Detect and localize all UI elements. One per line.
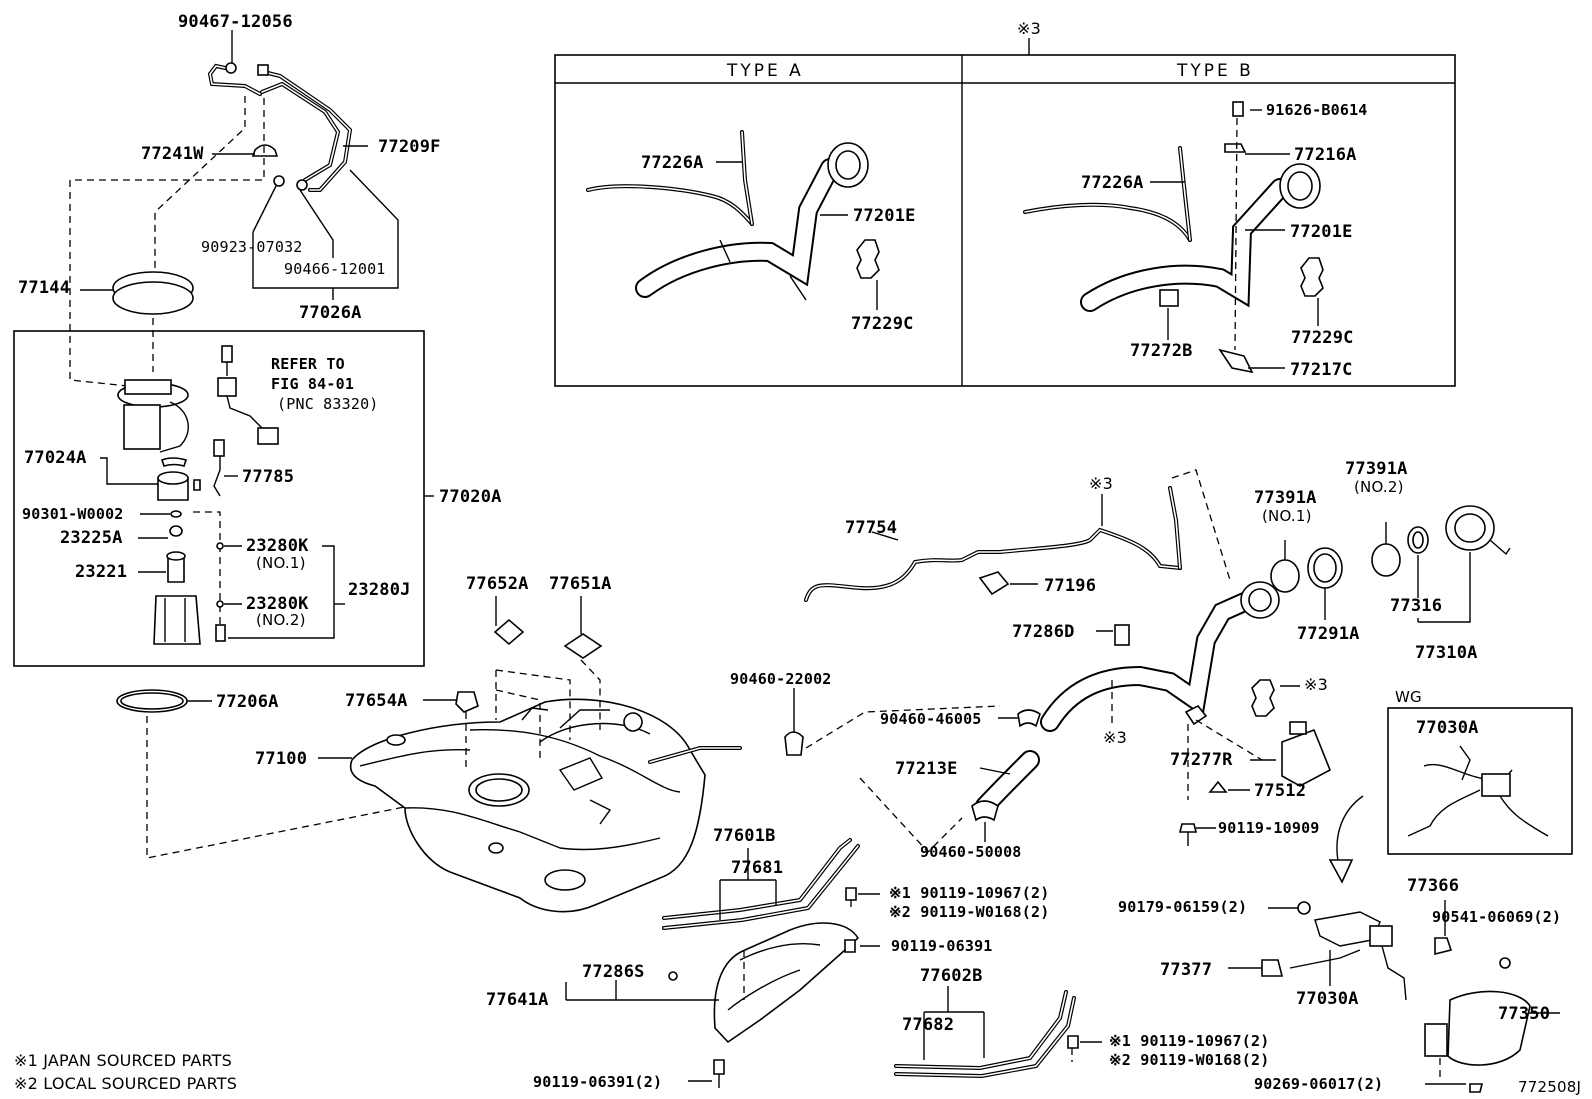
type-b-parts [1023,101,1324,374]
label-23280k-1: 23280K [246,536,309,556]
label-23280k-no2: (NO.2) [256,611,306,629]
label-77602b: 77602B [920,966,983,986]
label-90460-46005: 90460-46005 [880,710,982,728]
label-77366: 77366 [1407,876,1460,896]
label-77391a-1: 77391A [1254,488,1317,508]
label-23280k-2: 23280K [246,594,309,614]
label-90541-06069: 90541-06069(2) [1432,908,1562,926]
label-b-77216a: 77216A [1294,145,1357,165]
label-b-91626-b0614: 91626-B0614 [1266,101,1368,119]
label-b-77272b: 77272B [1130,341,1193,361]
label-77391a-no1: (NO.1) [1262,507,1312,525]
wg-box [1387,707,1573,855]
label-a-77226a: 77226A [641,153,704,173]
label-77030a-wg: 77030A [1416,718,1479,738]
label-90119-10967-a: ※1 90119-10967(2) [889,884,1050,902]
label-b-77229c: 77229C [1291,328,1354,348]
ref3-77754: ※3 [1089,474,1113,493]
type-box [554,38,1456,387]
label-90466-12001: 90466-12001 [284,260,386,278]
label-77030a: 77030A [1296,989,1359,1009]
label-a-77229c: 77229C [851,314,914,334]
label-90119-10967-b: ※1 90119-10967(2) [1109,1032,1270,1050]
label-23280k-no1: (NO.1) [256,554,306,572]
label-90179-06159: 90179-06159(2) [1118,898,1248,916]
label-wg: WG [1395,688,1422,706]
label-77654a: 77654A [345,691,408,711]
fuel-tank [318,596,742,913]
label-b-77226a: 77226A [1081,173,1144,193]
lower-right-parts [1228,900,1560,1093]
label-77652a: 77652A [466,574,529,594]
label-77144: 77144 [18,278,71,298]
lower-parts [565,838,1102,1088]
label-77196: 77196 [1044,576,1097,596]
label-77241w: 77241W [141,144,204,164]
label-77785: 77785 [242,467,295,487]
label-77391a-2: 77391A [1345,459,1408,479]
label-90460-22002: 90460-22002 [730,670,832,688]
type-a-parts [586,130,880,310]
ref3-clip: ※3 [1304,675,1328,694]
label-a-77201e: 77201E [853,206,916,226]
label-90460-50008: 90460-50008 [920,843,1022,861]
label-90923-07032: 90923-07032 [201,238,303,256]
label-23225a: 23225A [60,528,123,548]
refer-line-1: REFER TO [271,355,345,373]
refer-line-3: (PNC 83320) [277,395,379,413]
label-77020a: 77020A [439,487,502,507]
label-77350: 77350 [1498,1004,1551,1024]
label-77601b: 77601B [713,826,776,846]
label-90119-10909: 90119-10909 [1218,819,1320,837]
label-77206a: 77206A [216,692,279,712]
label-77286s: 77286S [582,962,645,982]
label-77209f: 77209F [378,137,441,157]
pump-assembly [13,30,434,667]
label-77391a-no2: (NO.2) [1354,478,1404,496]
label-90467-12056: 90467-12056 [178,12,293,32]
label-77291a: 77291A [1297,624,1360,644]
ref3-hose: ※3 [1103,728,1127,747]
label-77310a: 77310A [1415,643,1478,663]
figure-code: 772508J [1518,1078,1582,1096]
label-77213e: 77213E [895,759,958,779]
label-23280j: 23280J [348,580,411,600]
label-90119-06391: 90119-06391 [891,937,993,955]
filler-area [784,469,1511,884]
label-90119-w0168-a: ※2 90119-W0168(2) [889,903,1050,921]
footnote-2: ※2 LOCAL SOURCED PARTS [14,1074,238,1093]
label-77754: 77754 [845,518,898,538]
label-77026a: 77026A [299,303,362,323]
label-77651a: 77651A [549,574,612,594]
label-90269-06017: 90269-06017(2) [1254,1075,1384,1093]
label-77100: 77100 [255,749,308,769]
refer-line-2: FIG 84-01 [271,375,355,393]
label-90119-w0168-b: ※2 90119-W0168(2) [1109,1051,1270,1069]
label-77681: 77681 [731,858,784,878]
label-77641a: 77641A [486,990,549,1010]
label-77512: 77512 [1254,781,1307,801]
label-77286d: 77286D [1012,622,1075,642]
label-90301-w0002: 90301-W0002 [22,505,124,523]
type-b-header: TYPE B [1177,61,1254,81]
type-a-header: TYPE A [727,61,804,81]
label-77024a: 77024A [24,448,87,468]
label-b-77201e: 77201E [1290,222,1353,242]
label-77682: 77682 [902,1015,955,1035]
label-77316: 77316 [1390,596,1443,616]
o-ring [116,689,461,859]
label-23221: 23221 [75,562,128,582]
ref3-header: ※3 [1017,19,1041,38]
footnote-1: ※1 JAPAN SOURCED PARTS [14,1051,233,1070]
label-b-77217c: 77217C [1290,360,1353,380]
label-77377: 77377 [1160,960,1213,980]
label-90119-06391-2: 90119-06391(2) [533,1073,663,1091]
label-77277r: 77277R [1170,750,1233,770]
